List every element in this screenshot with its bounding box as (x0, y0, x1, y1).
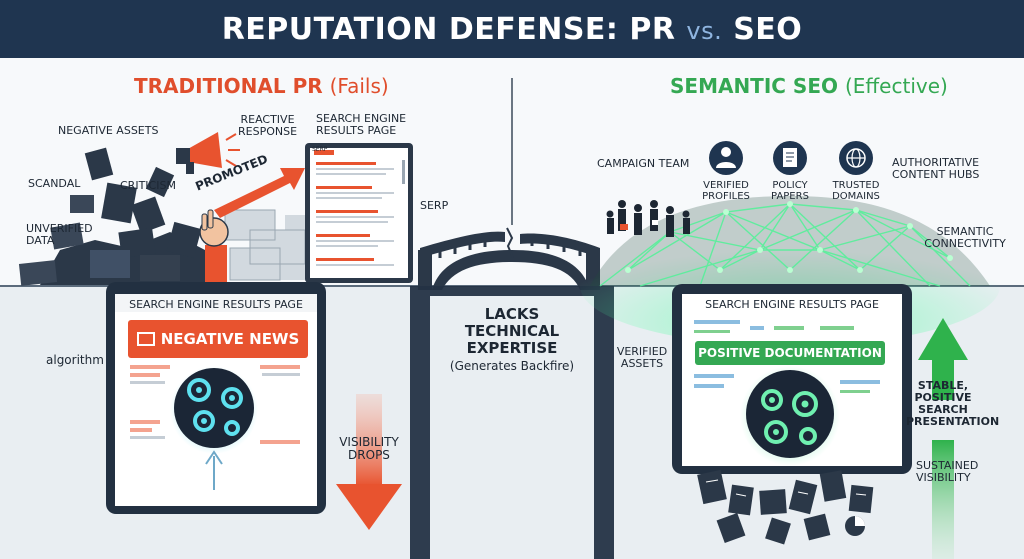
left-tablet (106, 282, 326, 514)
globe-icon (839, 141, 873, 175)
serp-label: SERP (420, 199, 449, 212)
gear-icon (187, 378, 243, 436)
positive-documentation-banner: POSITIVE DOCUMENTATION (695, 341, 885, 365)
negative-assets-pile (18, 147, 220, 286)
left-panel-title: SEARCH ENGINE RESULTS PAGE (129, 298, 303, 311)
right-panel-title: SEARCH ENGINE RESULTS PAGE (705, 298, 879, 311)
traditional-pr-heading: TRADITIONAL PR (Fails) (134, 74, 389, 98)
serp-tab-label: SERP (312, 146, 328, 153)
gear-icon (761, 389, 818, 445)
campaign-team-label: CAMPAIGN TEAM (597, 157, 690, 170)
megaphone-icon (176, 132, 240, 174)
news-icon (136, 332, 155, 346)
hand-icon (199, 209, 229, 285)
criticism-label: CRITICISM (120, 179, 176, 192)
small-serp-device (305, 143, 413, 283)
title-bar: REPUTATION DEFENSE: PR vs. SEO (0, 0, 1024, 58)
backfire-label: (Generates Backfire) (449, 359, 575, 373)
algorithm-label: algorithm (46, 353, 104, 367)
campaign-team (606, 200, 690, 237)
bridge-icon (418, 227, 600, 290)
right-tablet (672, 284, 912, 474)
person-icon (709, 141, 743, 175)
page-title: REPUTATION DEFENSE: PR vs. SEO (221, 11, 803, 47)
negative-assets-label: NEGATIVE ASSETS (58, 124, 159, 137)
arrow-up-icon (918, 318, 968, 559)
negative-news-banner: NEGATIVE NEWS (128, 320, 308, 358)
scandal-label: SCANDAL (28, 177, 81, 190)
arrow-down-icon (336, 394, 402, 530)
semantic-seo-heading: SEMANTIC SEO (Effective) (670, 74, 948, 98)
document-icon (773, 141, 807, 175)
